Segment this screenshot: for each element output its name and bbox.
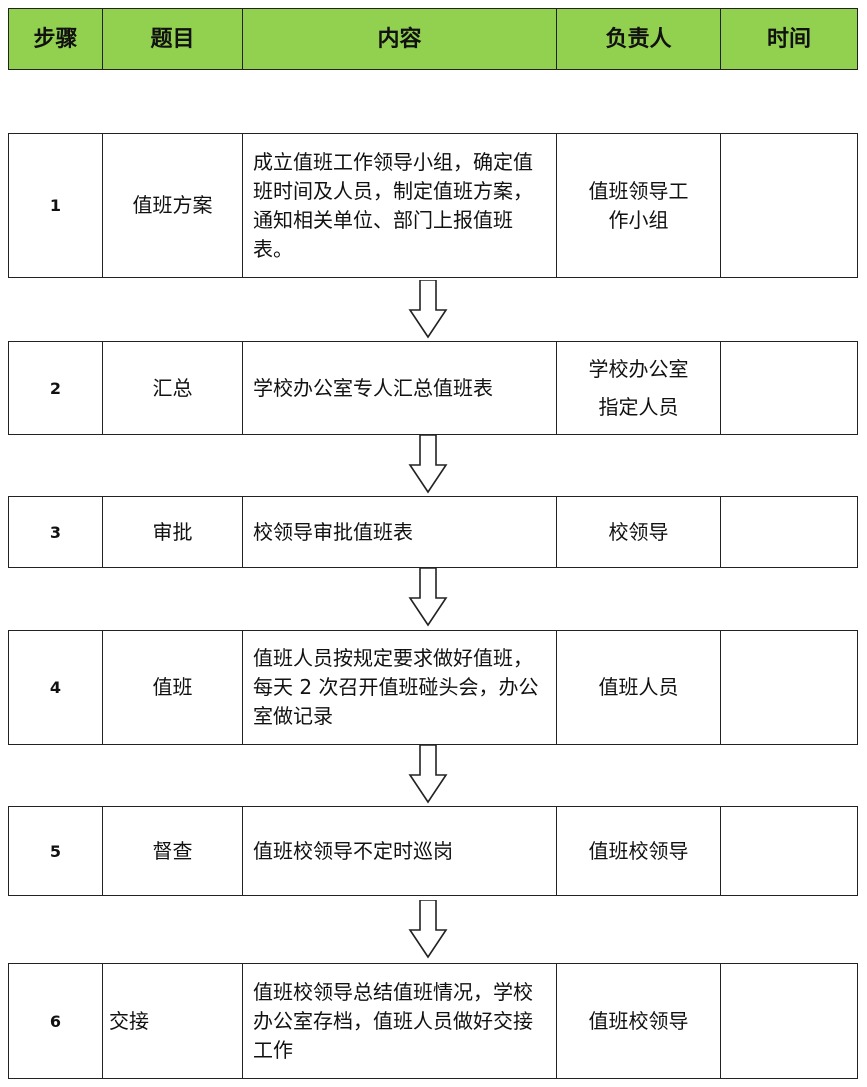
step-row-6: 6 交接 值班校领导总结值班情况，学校办公室存档，值班人员做好交接工作 值班校领… [8, 963, 858, 1079]
step-time [720, 630, 858, 745]
header-time: 时间 [720, 8, 858, 70]
step-number: 6 [8, 963, 102, 1079]
step-content: 学校办公室专人汇总值班表 [242, 341, 556, 435]
header-content: 内容 [242, 8, 556, 70]
table-header: 步骤 题目 内容 负责人 时间 [8, 8, 858, 70]
down-arrow-icon [408, 745, 448, 804]
step-owner: 值班校领导 [556, 963, 720, 1079]
step-time [720, 133, 858, 278]
step-owner: 值班校领导 [556, 806, 720, 896]
step-number: 1 [8, 133, 102, 278]
step-content: 值班人员按规定要求做好值班，每天 2 次召开值班碰头会，办公室做记录 [242, 630, 556, 745]
step-title: 值班 [102, 630, 242, 745]
step-content: 值班校领导总结值班情况，学校办公室存档，值班人员做好交接工作 [242, 963, 556, 1079]
step-row-4: 4 值班 值班人员按规定要求做好值班，每天 2 次召开值班碰头会，办公室做记录 … [8, 630, 858, 745]
step-content: 成立值班工作领导小组，确定值班时间及人员，制定值班方案，通知相关单位、部门上报值… [242, 133, 556, 278]
header-title: 题目 [102, 8, 242, 70]
header-owner: 负责人 [556, 8, 720, 70]
step-number: 5 [8, 806, 102, 896]
down-arrow-icon [408, 280, 448, 339]
step-owner: 学校办公室指定人员 [556, 341, 720, 435]
step-owner: 值班人员 [556, 630, 720, 745]
step-time [720, 341, 858, 435]
step-content: 值班校领导不定时巡岗 [242, 806, 556, 896]
step-title: 汇总 [102, 341, 242, 435]
step-time [720, 963, 858, 1079]
step-title: 督查 [102, 806, 242, 896]
step-row-1: 1 值班方案 成立值班工作领导小组，确定值班时间及人员，制定值班方案，通知相关单… [8, 133, 858, 278]
step-title: 值班方案 [102, 133, 242, 278]
step-title: 交接 [102, 963, 242, 1079]
header-step: 步骤 [8, 8, 102, 70]
down-arrow-icon [408, 900, 448, 959]
step-title: 审批 [102, 496, 242, 568]
step-owner: 校领导 [556, 496, 720, 568]
step-row-5: 5 督查 值班校领导不定时巡岗 值班校领导 [8, 806, 858, 896]
down-arrow-icon [408, 435, 448, 494]
step-number: 2 [8, 341, 102, 435]
step-time [720, 806, 858, 896]
step-row-2: 2 汇总 学校办公室专人汇总值班表 学校办公室指定人员 [8, 341, 858, 435]
step-content: 校领导审批值班表 [242, 496, 556, 568]
step-number: 4 [8, 630, 102, 745]
step-number: 3 [8, 496, 102, 568]
step-row-3: 3 审批 校领导审批值班表 校领导 [8, 496, 858, 568]
down-arrow-icon [408, 568, 448, 627]
step-owner: 值班领导工作小组 [556, 133, 720, 278]
step-time [720, 496, 858, 568]
